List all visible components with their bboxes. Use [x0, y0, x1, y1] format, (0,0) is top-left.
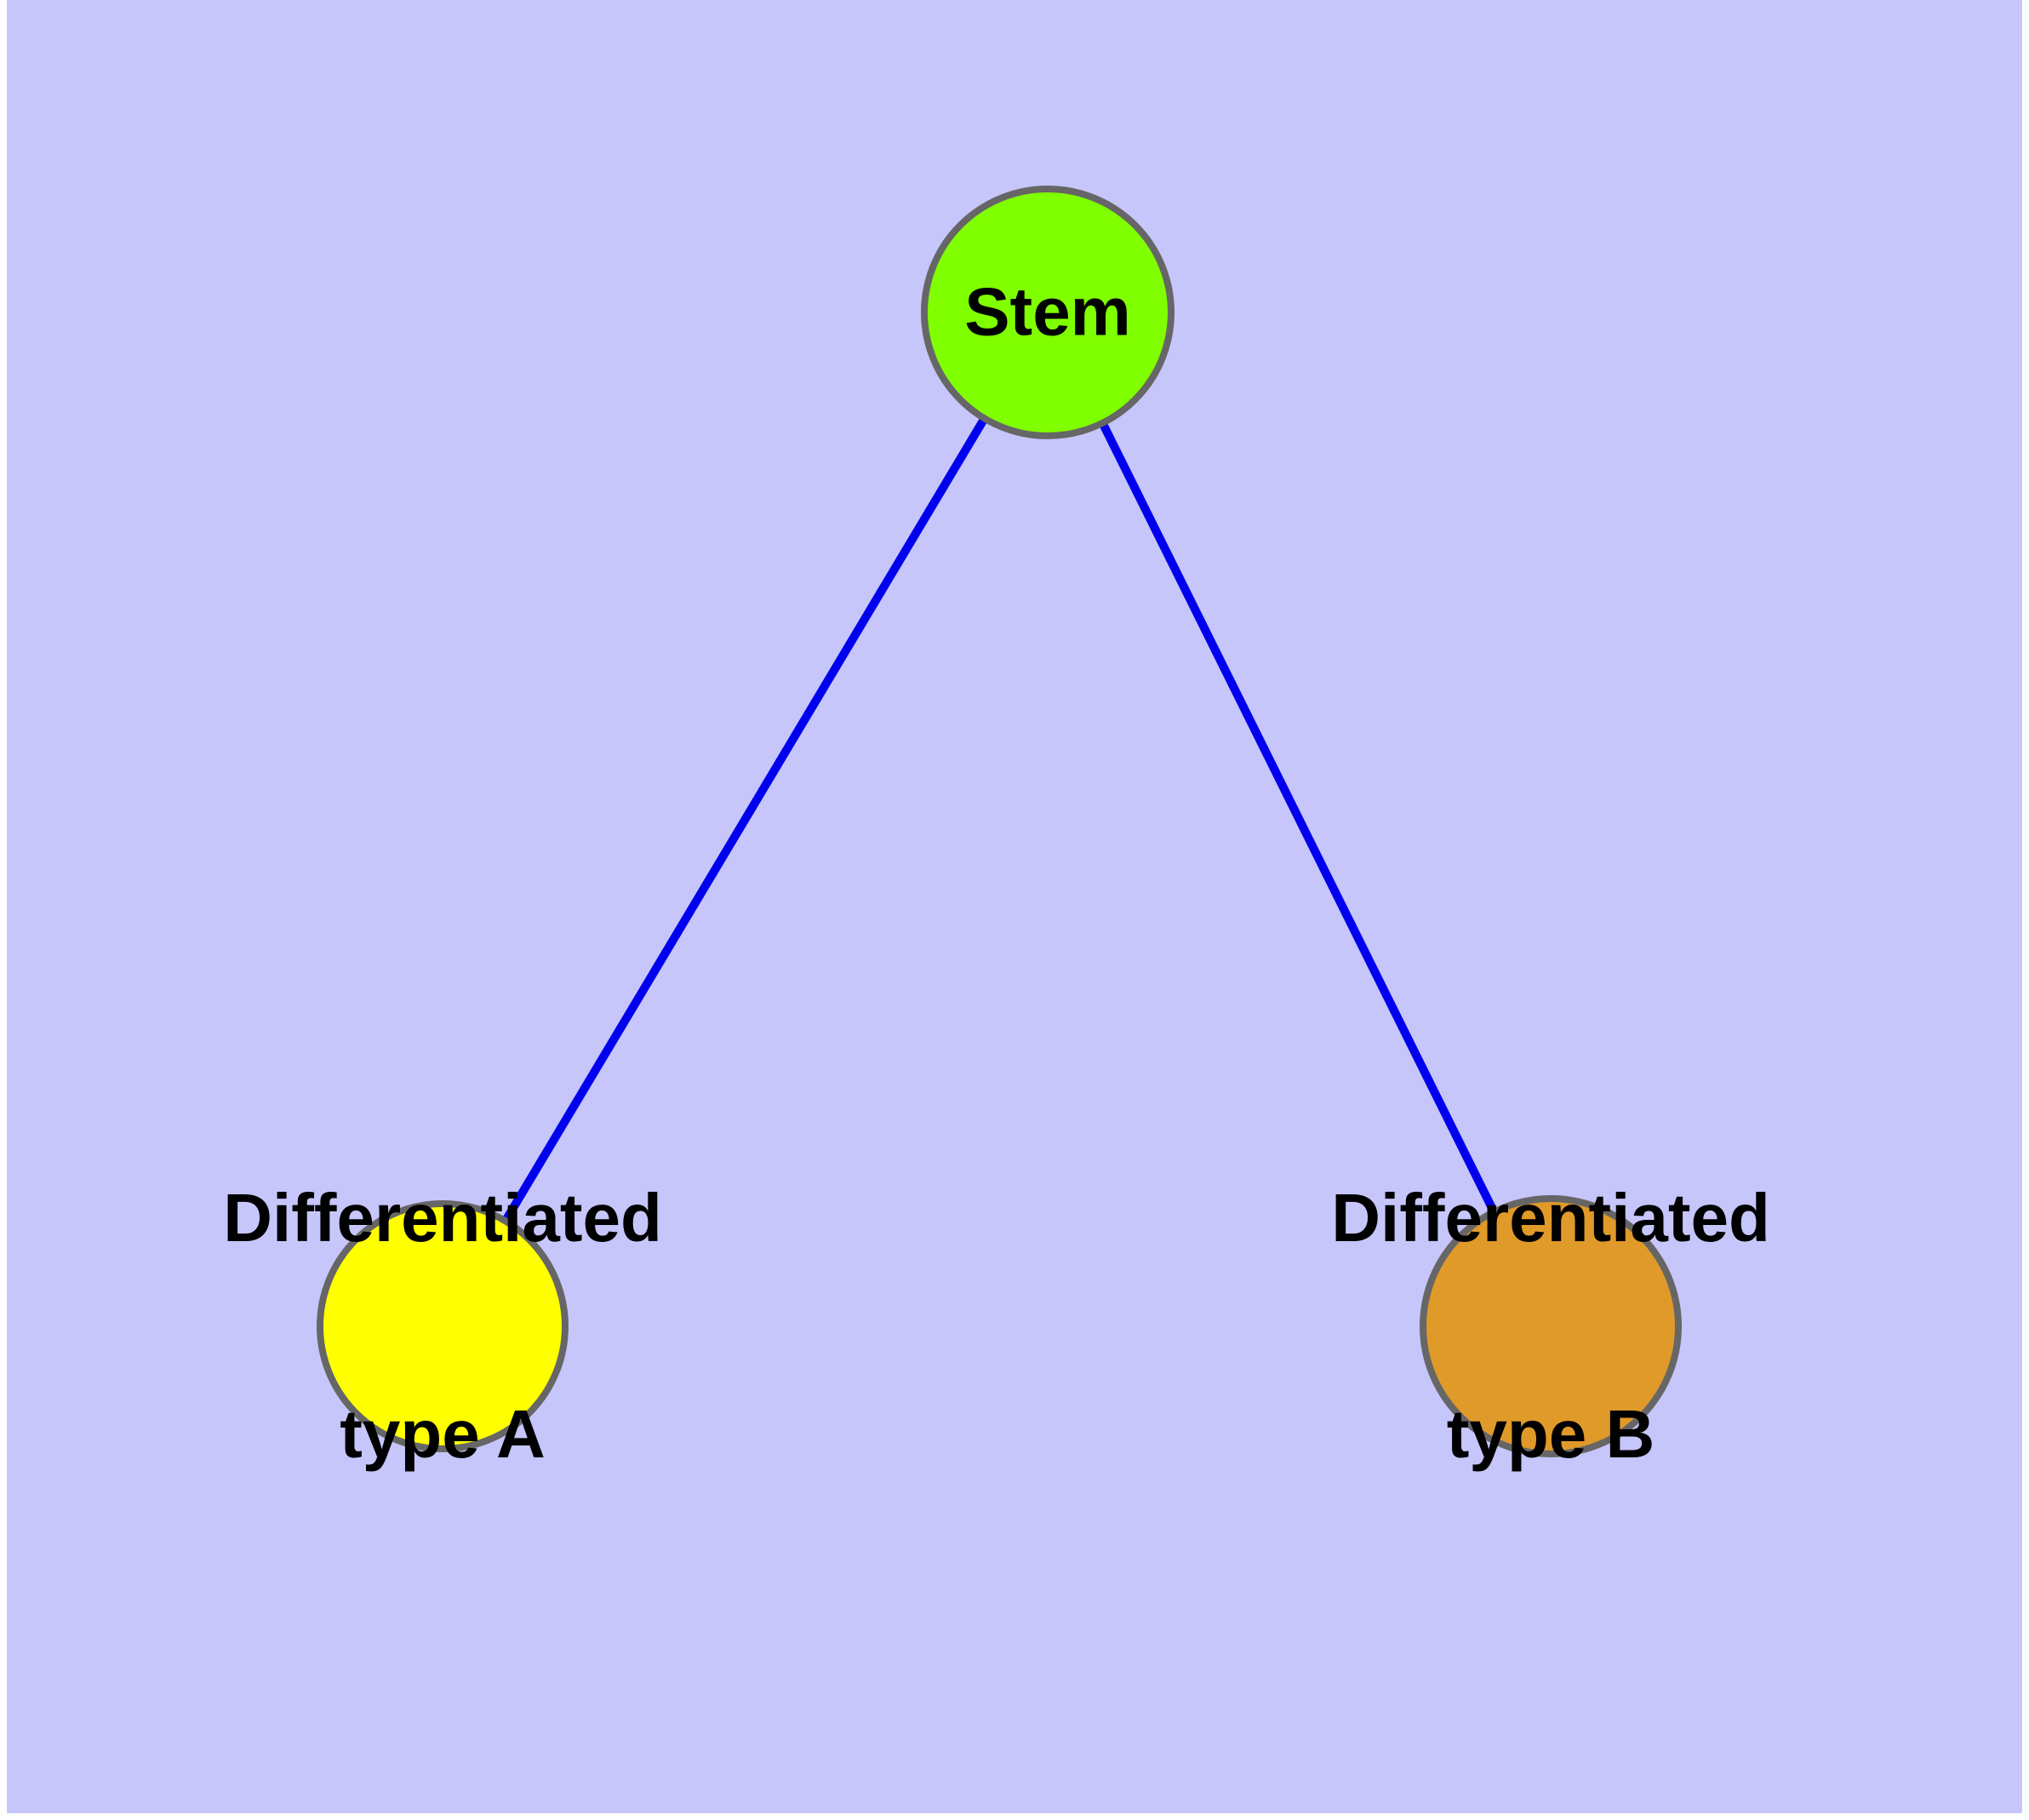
edge-layer	[438, 310, 1555, 1329]
node-layer	[317, 186, 1682, 1457]
node-differentiated-type-a[interactable]	[317, 1200, 569, 1452]
node-stem[interactable]	[921, 186, 1175, 439]
edge-stem-to-differentiated-type-b[interactable]	[1043, 310, 1555, 1329]
edge-stem-to-differentiated-type-a[interactable]	[438, 310, 1052, 1329]
node-differentiated-type-b[interactable]	[1420, 1195, 1682, 1457]
